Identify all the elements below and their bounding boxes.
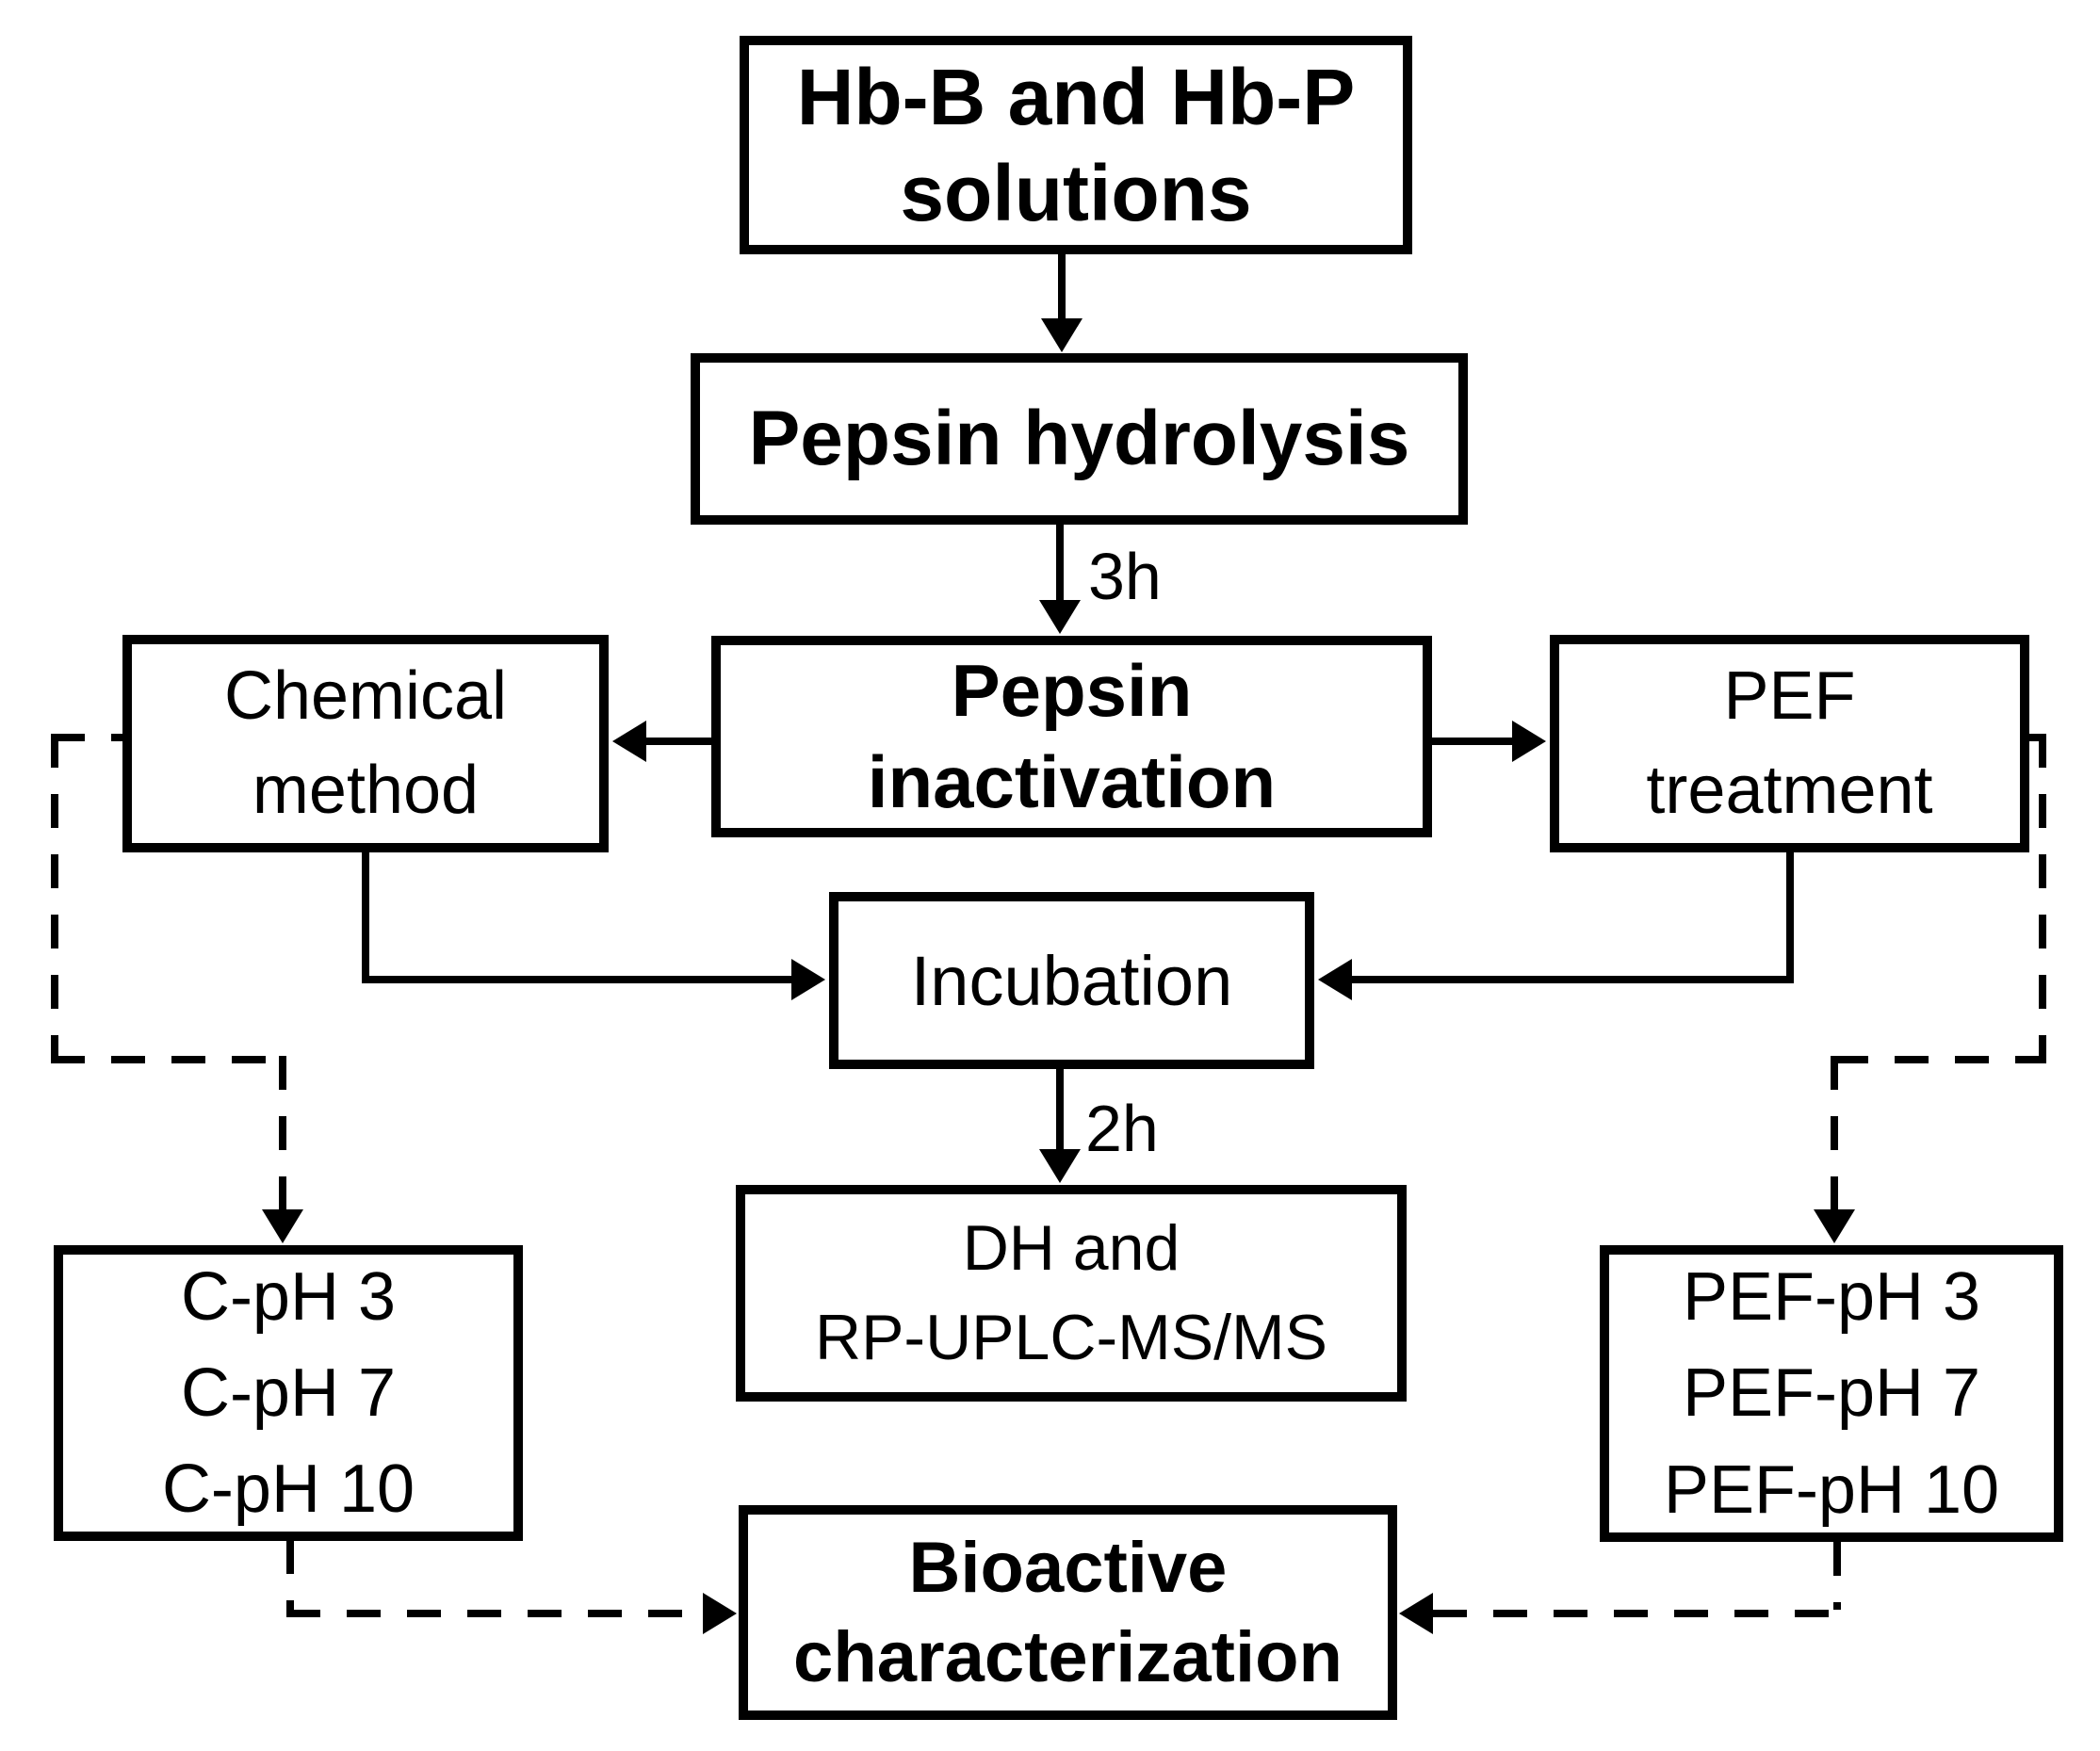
node-incubation-label: Incubation bbox=[910, 941, 1233, 1020]
edge-chemical-incubation-hline bbox=[362, 976, 795, 983]
node-dh-rp-uplc-box: DH and RP-UPLC-MS/MS bbox=[736, 1185, 1407, 1402]
edge-csamples-bioactive-dash-h bbox=[286, 1610, 703, 1617]
edge-chemical-samples-dash-v2 bbox=[279, 1056, 286, 1213]
edge-pef-incubation-vline bbox=[1786, 852, 1794, 980]
node-pepsin-inactivation-box: Pepsin inactivation bbox=[711, 636, 1432, 837]
edge-pef-incubation-hline bbox=[1348, 976, 1794, 983]
node-solutions-label: Hb-B and Hb-P solutions bbox=[796, 52, 1356, 237]
edge-psamples-bioactive-arrowhead-icon bbox=[1399, 1593, 1433, 1634]
edge-csamples-bioactive-arrowhead-icon bbox=[703, 1593, 737, 1634]
edge-hydrolysis-inactivation-line bbox=[1056, 521, 1064, 604]
node-pepsin-hydrolysis-label: Pepsin hydrolysis bbox=[748, 396, 1410, 481]
node-chemical-samples-label: C-pH 3 C-pH 7 C-pH 10 bbox=[161, 1258, 415, 1528]
node-chemical-method-box: Chemical method bbox=[122, 635, 609, 852]
edge-incubation-analysis-line bbox=[1056, 1067, 1064, 1153]
node-bioactive-characterization-label: Bioactive characterization bbox=[793, 1528, 1343, 1697]
edge-label-2h: 2h bbox=[1085, 1092, 1159, 1165]
edge-inactivation-chemical-arrowhead-icon bbox=[612, 721, 646, 762]
edge-chemical-samples-dash-v1 bbox=[51, 734, 58, 1060]
edge-hydrolysis-inactivation-arrowhead-icon bbox=[1039, 600, 1081, 634]
node-chemical-samples-box: C-pH 3 C-pH 7 C-pH 10 bbox=[54, 1245, 523, 1541]
node-bioactive-characterization-box: Bioactive characterization bbox=[739, 1505, 1397, 1720]
edge-psamples-bioactive-dash-h bbox=[1433, 1610, 1837, 1617]
node-chemical-method-label: Chemical method bbox=[223, 658, 508, 828]
node-pef-treatment-label: PEF treatment bbox=[1646, 658, 1933, 828]
edge-chemical-incubation-arrowhead-icon bbox=[791, 959, 825, 1000]
edge-csamples-bioactive-dash-v bbox=[286, 1540, 294, 1610]
edge-inactivation-pef-arrowhead-icon bbox=[1512, 721, 1546, 762]
edge-incubation-analysis-arrowhead-icon bbox=[1039, 1149, 1081, 1183]
edge-chemical-samples-dash-h1 bbox=[51, 734, 122, 741]
edge-chemical-samples-arrowhead-icon bbox=[262, 1209, 303, 1243]
edge-psamples-bioactive-dash-v bbox=[1833, 1542, 1841, 1610]
node-pef-samples-label: PEF-pH 3 PEF-pH 7 PEF-pH 10 bbox=[1663, 1259, 2000, 1528]
node-pef-treatment-box: PEF treatment bbox=[1550, 635, 2029, 852]
edge-inactivation-pef-line bbox=[1432, 738, 1516, 745]
edge-inactivation-chemical-line bbox=[646, 738, 711, 745]
edge-solutions-hydrolysis-arrowhead-icon bbox=[1041, 318, 1083, 352]
node-pef-samples-box: PEF-pH 3 PEF-pH 7 PEF-pH 10 bbox=[1600, 1245, 2063, 1542]
node-incubation-box: Incubation bbox=[829, 892, 1314, 1069]
edge-pef-samples-dash-v2 bbox=[1831, 1056, 1838, 1213]
node-solutions-box: Hb-B and Hb-P solutions bbox=[740, 36, 1412, 254]
edge-solutions-hydrolysis-line bbox=[1058, 252, 1066, 322]
edge-pef-samples-dash-h1 bbox=[2026, 734, 2046, 741]
edge-pef-samples-dash-h2 bbox=[1834, 1056, 2046, 1063]
edge-pef-samples-dash-v1 bbox=[2039, 734, 2046, 1060]
edge-pef-incubation-arrowhead-icon bbox=[1318, 959, 1352, 1000]
edge-pef-samples-arrowhead-icon bbox=[1814, 1209, 1855, 1243]
node-dh-rp-uplc-label: DH and RP-UPLC-MS/MS bbox=[814, 1211, 1328, 1373]
node-pepsin-hydrolysis-box: Pepsin hydrolysis bbox=[691, 353, 1468, 525]
edge-chemical-incubation-vline bbox=[362, 852, 369, 980]
edge-label-3h: 3h bbox=[1088, 540, 1162, 613]
node-pepsin-inactivation-label: Pepsin inactivation bbox=[867, 648, 1277, 824]
edge-chemical-samples-dash-h2 bbox=[51, 1056, 283, 1063]
